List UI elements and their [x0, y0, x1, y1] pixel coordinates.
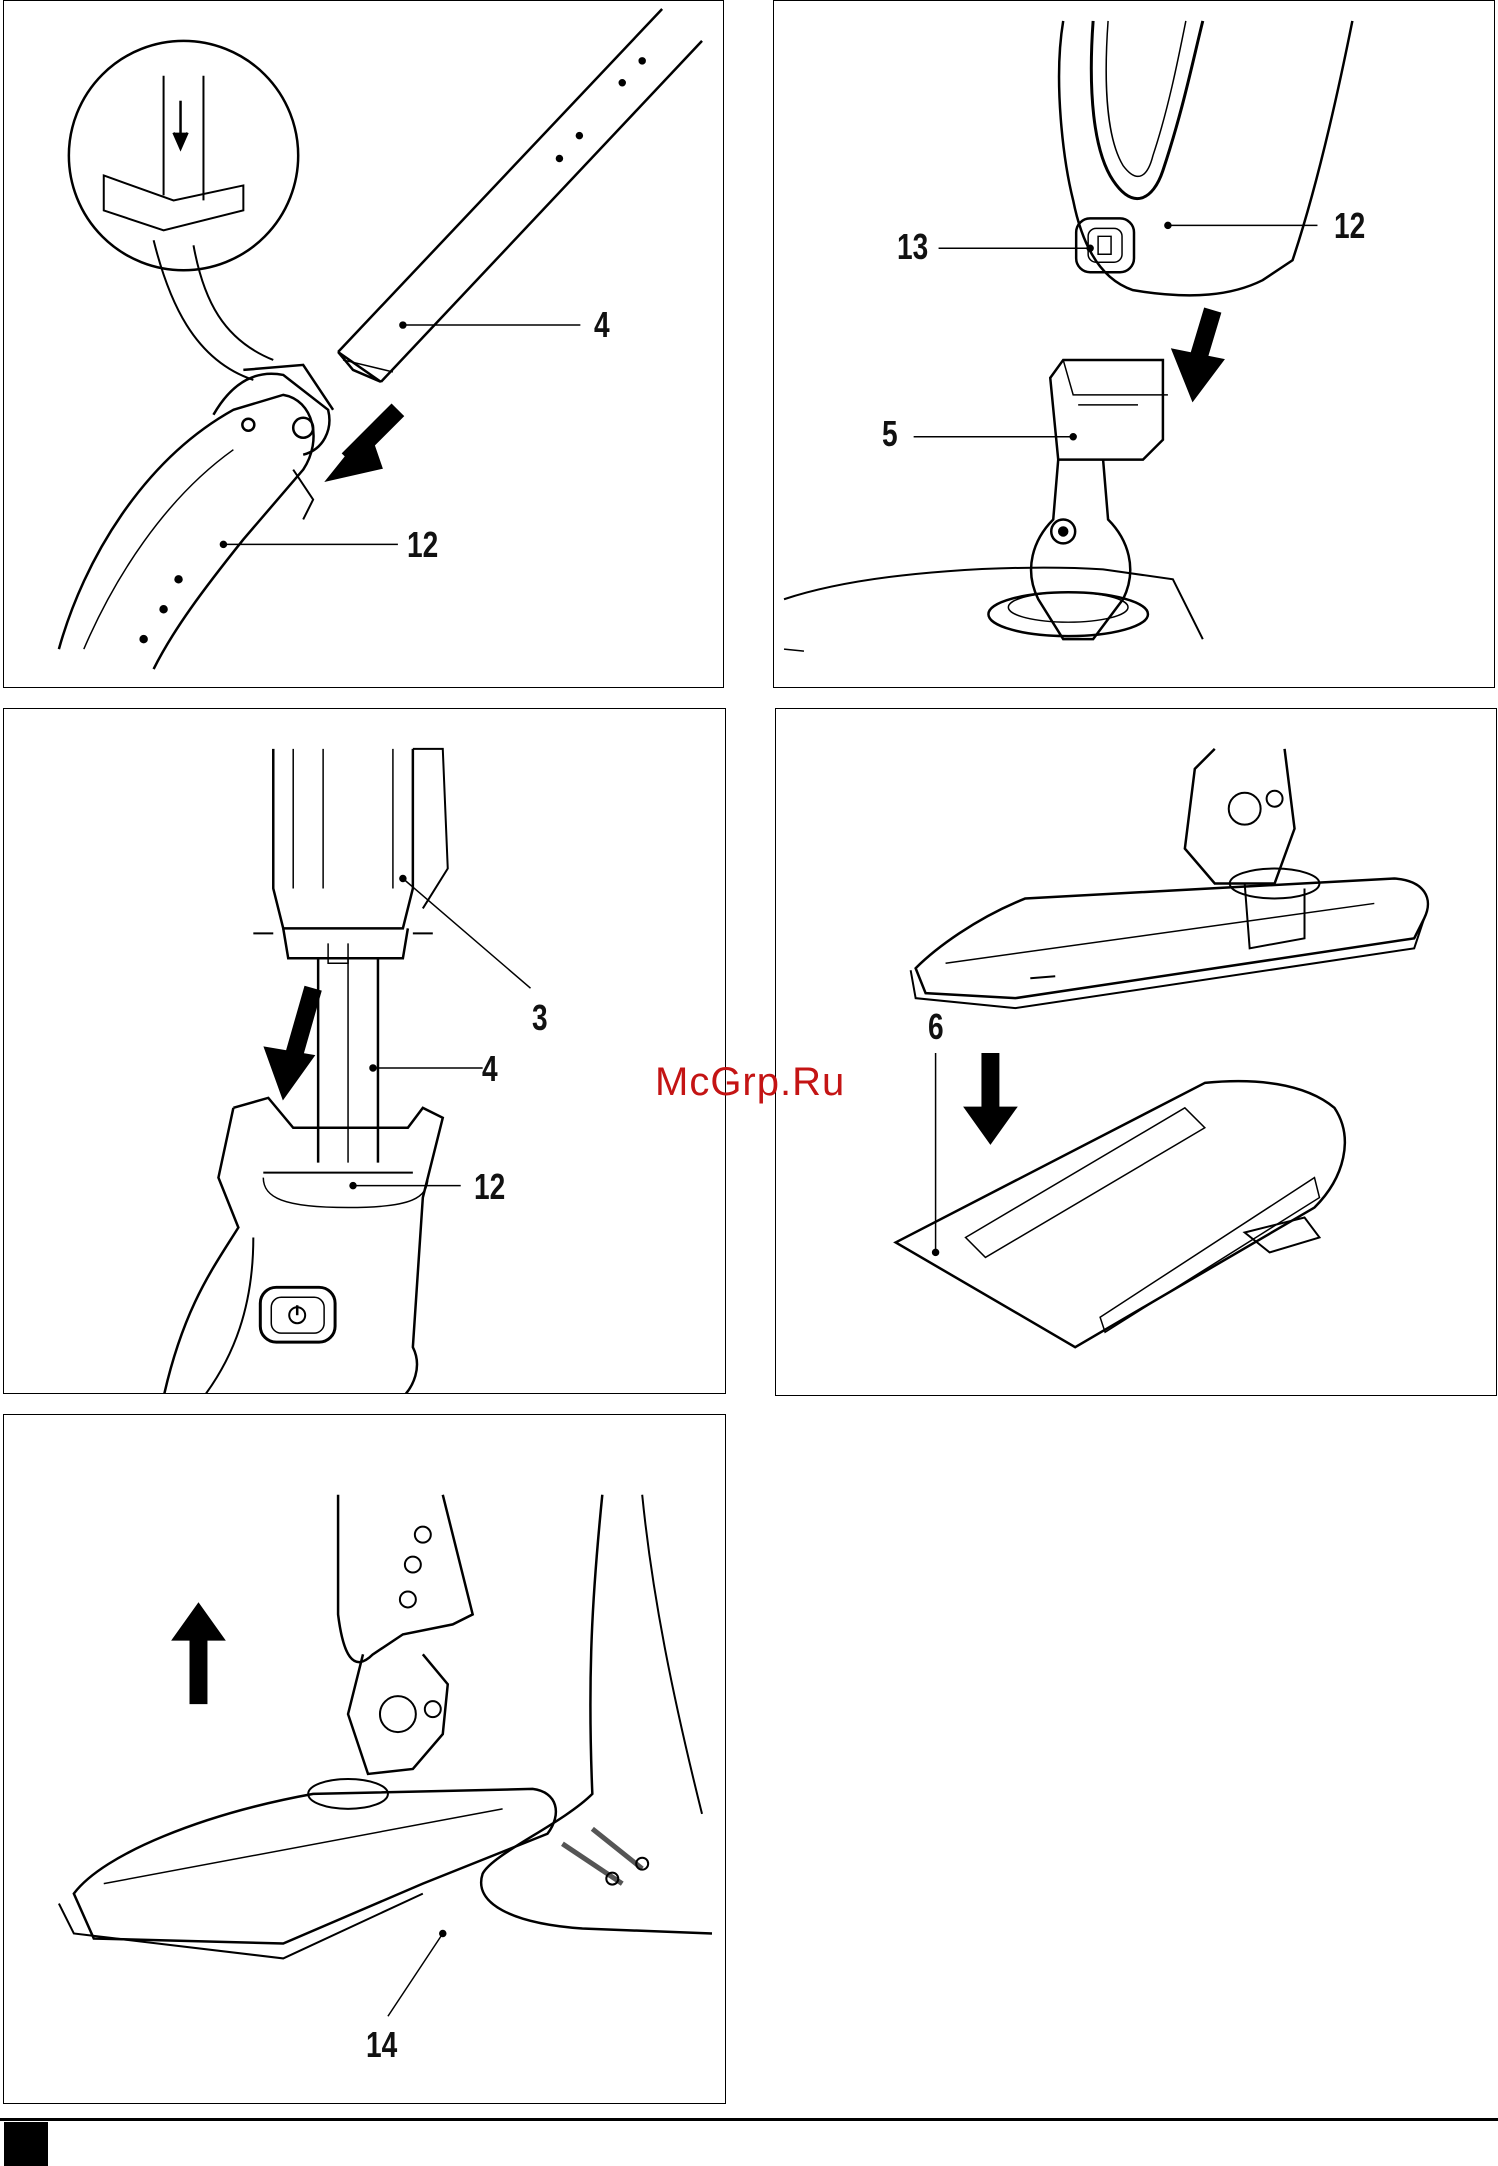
figure-panel-3: 3 4 12	[3, 708, 726, 1394]
tube-handle-illustration	[4, 1, 723, 687]
figure-panel-5: 14	[3, 1414, 726, 2104]
callout-4: 4	[482, 1051, 498, 1087]
tank-tube-illustration	[4, 709, 725, 1393]
callout-12: 12	[407, 527, 438, 563]
footer-rule	[0, 2118, 1498, 2121]
figure-panel-2: 13 12 5	[773, 0, 1495, 688]
pad-attach-illustration	[776, 709, 1496, 1395]
handle-swivel-illustration	[774, 1, 1494, 687]
callout-5: 5	[882, 416, 898, 452]
callout-3: 3	[532, 1000, 548, 1036]
page-marker	[4, 2122, 48, 2166]
figure-panel-1: 4 12	[3, 0, 724, 688]
callout-14: 14	[366, 2027, 397, 2063]
callout-6: 6	[928, 1009, 944, 1045]
pad-removal-illustration	[4, 1415, 725, 2103]
callout-12: 12	[474, 1169, 505, 1205]
figure-panel-4: 6	[775, 708, 1497, 1396]
callout-12: 12	[1334, 208, 1365, 244]
callout-13: 13	[897, 229, 928, 265]
watermark: McGrp.Ru	[655, 1060, 845, 1105]
callout-4: 4	[594, 307, 610, 343]
